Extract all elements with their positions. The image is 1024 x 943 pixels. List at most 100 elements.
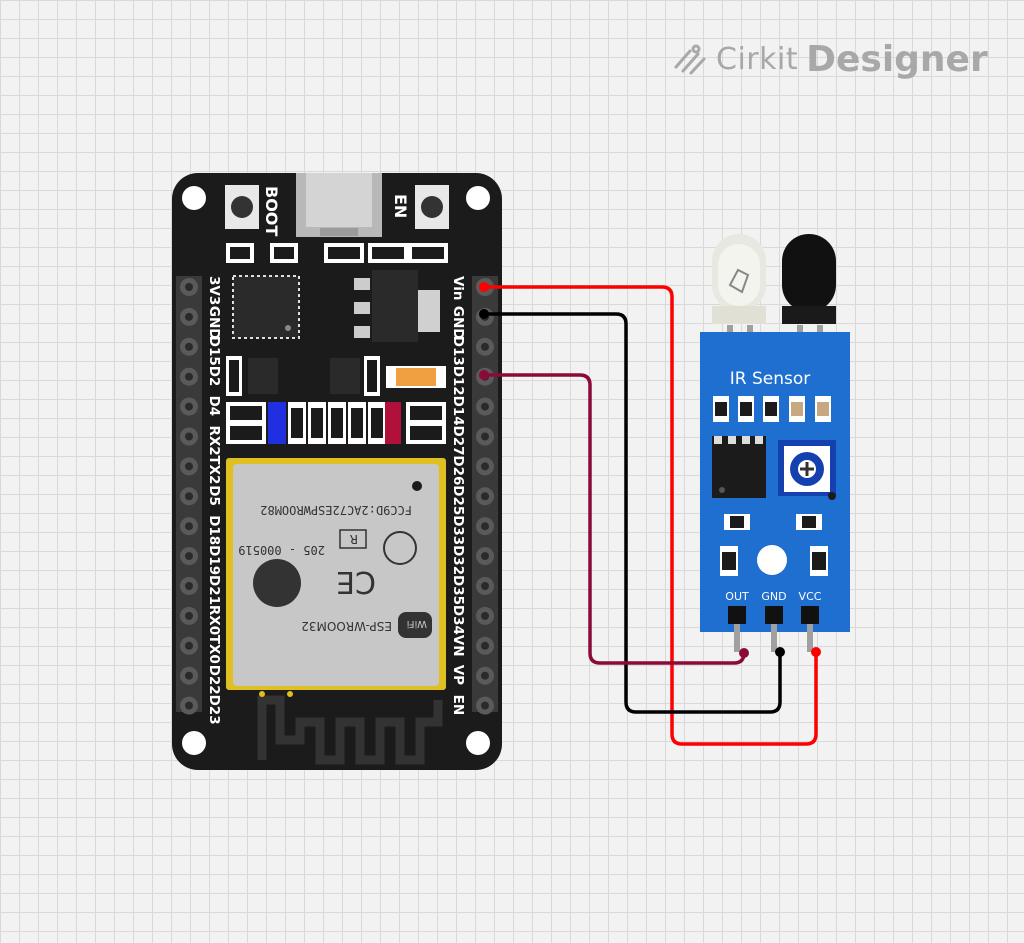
wifi-logo-icon xyxy=(398,612,432,638)
esp-wroom32-module: FCC9D:2AC72ESPWROOM82 205 - 000519 R CE … xyxy=(226,458,446,690)
status-led xyxy=(757,545,787,575)
wire-signal[interactable] xyxy=(484,373,746,665)
pin-label-vp: VP xyxy=(450,665,466,685)
esp32-board[interactable]: BOOT EN xyxy=(172,173,502,770)
pin-label-d4: D4 xyxy=(206,396,222,417)
ir-receiver-led xyxy=(782,234,836,356)
pin-label-d23: D23 xyxy=(206,695,222,725)
brand-cirkit: Cirkit xyxy=(716,41,799,77)
pcb-antenna xyxy=(257,691,443,765)
pin-label-tx2: TX2 xyxy=(206,455,222,484)
pin-label-3v3: 3V3 xyxy=(206,276,222,305)
pin-label-vin: Vin xyxy=(450,276,466,300)
cirkit-designer-logo: Cirkit Designer xyxy=(672,34,988,84)
module-name-label: ESP-WROOM32 xyxy=(301,619,392,633)
pin-hole xyxy=(481,582,489,590)
pin-hole xyxy=(481,701,489,710)
ir-pin-out[interactable] xyxy=(728,606,746,624)
right-pin-labels: VinGNDD13D12D14D27D26D25D33D32D35D34VNVP… xyxy=(450,276,466,715)
pin-label-d2: D2 xyxy=(206,366,222,387)
ir-pin-lead xyxy=(807,624,813,652)
pin-label-rx2: RX2 xyxy=(206,426,222,456)
pin-hole xyxy=(185,522,193,531)
ir-pin-lead xyxy=(771,624,777,652)
left-pin-labels: 3V3GNDD15D2D4RX2TX2D5D18D19D21RX0TX0D22D… xyxy=(206,276,222,725)
pin-hole xyxy=(481,462,489,471)
ir-sensor-title: IR Sensor xyxy=(730,369,811,389)
wire-endpoint xyxy=(479,370,489,380)
r-mark-label: R xyxy=(350,532,358,546)
pin-label-d33: D33 xyxy=(450,515,466,545)
mount-hole xyxy=(182,731,206,755)
module-fcc-label: FCC9D:2AC72ESPWROOM82 xyxy=(260,503,412,517)
pin-hole xyxy=(185,283,193,291)
wire-endpoint xyxy=(479,282,489,292)
pin-hole xyxy=(185,552,193,561)
wire-vcc[interactable] xyxy=(484,285,818,746)
wire-endpoint xyxy=(811,647,821,657)
en-button[interactable] xyxy=(415,185,449,229)
pin-label-d14: D14 xyxy=(450,396,466,426)
voltage-regulator xyxy=(354,270,440,342)
pin-hole xyxy=(185,312,193,321)
ir-pin-label-vcc: VCC xyxy=(799,590,822,603)
potentiometer[interactable] xyxy=(778,440,836,500)
pin-hole xyxy=(185,372,193,381)
pin-label-d35: D35 xyxy=(450,575,466,605)
pin-hole xyxy=(185,701,193,710)
pin-label-d27: D27 xyxy=(450,426,466,456)
pin-hole xyxy=(185,582,193,590)
pin-label-d13: D13 xyxy=(450,336,466,366)
pin-hole xyxy=(481,432,489,441)
ir-pin-label-out: OUT xyxy=(725,590,749,603)
pin-label-vn: VN xyxy=(450,635,466,657)
en-label: EN xyxy=(391,194,410,218)
boot-label: BOOT xyxy=(262,186,281,236)
brand-designer: Designer xyxy=(806,38,988,80)
pin-label-d32: D32 xyxy=(450,545,466,575)
wire-endpoint xyxy=(739,648,749,658)
pin-hole xyxy=(185,462,193,471)
module-id-label: 205 - 000519 xyxy=(238,543,325,557)
pin-label-d21: D21 xyxy=(206,575,222,605)
ce-mark-label: CE xyxy=(336,564,376,599)
pin-label-d25: D25 xyxy=(450,485,466,515)
wire-endpoint xyxy=(775,647,785,657)
wifi-logo-label: WiFi xyxy=(407,618,427,629)
pin-hole xyxy=(185,402,193,411)
pin-label-d26: D26 xyxy=(450,455,466,485)
wire-endpoint xyxy=(479,309,489,319)
pin-label-tx0: TX0 xyxy=(206,635,222,664)
pin-hole xyxy=(185,611,193,620)
pin-label-en: EN xyxy=(450,695,466,716)
r-mark-icon xyxy=(339,529,367,549)
ir-sensor-module[interactable]: IR Sensor xyxy=(700,234,850,652)
cirkit-logo-icon xyxy=(674,44,706,75)
ir-pin-lead xyxy=(734,624,740,652)
pin-hole xyxy=(185,641,193,650)
boot-button[interactable] xyxy=(225,185,259,229)
pin-label-d15: D15 xyxy=(206,336,222,366)
ir-pin-label-gnd: GND xyxy=(761,590,786,603)
smd-resistor-row xyxy=(226,402,446,444)
mount-hole xyxy=(182,186,206,210)
pin-label-d5: D5 xyxy=(206,485,222,506)
fcc-logo-icon xyxy=(383,531,417,565)
wires xyxy=(479,282,821,746)
wire-gnd[interactable] xyxy=(484,312,782,714)
pin-hole xyxy=(185,432,193,441)
ir-pin-gnd[interactable] xyxy=(765,606,783,624)
mount-hole xyxy=(466,731,490,755)
transistor xyxy=(248,358,360,394)
pin-hole xyxy=(185,492,193,501)
pin-label-gnd: GND xyxy=(450,306,466,340)
pin-label-d34: D34 xyxy=(450,605,466,635)
pin-hole xyxy=(481,552,489,561)
comparator-ic xyxy=(712,436,766,498)
mount-hole xyxy=(466,186,490,210)
pin-label-d18: D18 xyxy=(206,515,222,545)
ir-pin-vcc[interactable] xyxy=(801,606,819,624)
pin-hole xyxy=(481,402,489,411)
usb-uart-chip xyxy=(232,275,300,339)
